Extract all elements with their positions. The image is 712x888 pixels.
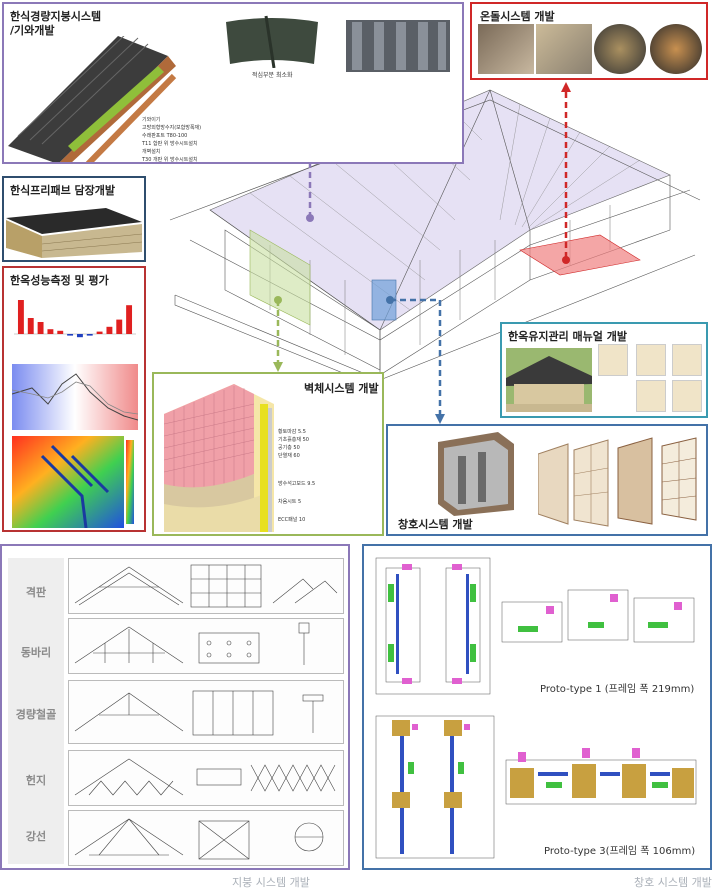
house-wireframe: [169, 89, 701, 380]
tile-sample-gray: [346, 20, 450, 72]
roof-layer-3: 수래판포트 T80-100: [142, 133, 188, 139]
hanok-photo: [506, 348, 592, 412]
roof-panel-title-2: /기와개발: [10, 24, 55, 37]
row-label-1: 격판: [25, 586, 47, 599]
prefab-wall-illustration: [6, 208, 142, 258]
wall-system-panel: 벽체시스템 개발 황토마감 5.5 기초흙층재 50 공기층 50 단열재 60…: [152, 372, 384, 536]
proto-type-1-section: [501, 589, 695, 643]
proto-type-3-label: Proto-type 3(프레임 폭 106mm): [544, 846, 696, 857]
window-exploded-view: [538, 437, 697, 527]
prefab-wall-title: 한식프리패브 담장개발: [10, 184, 116, 197]
tile-caption: 적심부분 최소화: [252, 72, 293, 79]
roof-tile-section-illustration: [8, 36, 177, 162]
ondol-photo-4: [650, 24, 702, 74]
wall-layer-2: 기초흙층재 50: [278, 437, 309, 443]
row-label-4: 헌지: [25, 774, 47, 787]
roof-row-labels: 격판 동바리 경량철골 헌지 강선: [8, 558, 64, 864]
perf-bar-2: [27, 318, 34, 334]
roof-drawing-row-1: [68, 558, 344, 614]
roof-system-panel: 한식경량지붕시스템 /기와개발 기와이기 고방외형방수지(보합방폭재) 수래판포…: [2, 2, 464, 164]
perf-bar-9: [96, 331, 103, 334]
perf-bar-1: [17, 300, 24, 334]
perf-bar-3: [37, 322, 44, 334]
ondol-system-panel: 온돌시스템 개발: [470, 2, 708, 80]
ondol-photo-1: [478, 24, 534, 74]
perf-bar-6: [67, 334, 74, 336]
roof-panel-title-1: 한식경량지붕시스템: [10, 10, 102, 23]
perf-bar-11: [116, 319, 123, 334]
roof-drawing-row-3: [68, 680, 344, 744]
roof-layer-6: T30 개판 위 방수시트설치: [142, 157, 198, 163]
performance-thermal-map: [12, 436, 134, 528]
wall-layer-6: 차음시트 5: [278, 499, 302, 505]
maintenance-manual-panel: 한옥유지관리 매뉴얼 개발: [500, 322, 708, 418]
perf-bar-12: [126, 305, 133, 334]
roof-system-caption: 지붕 시스템 개발: [232, 876, 310, 888]
roof-layer-4: T11 합판 위 방수시트설치: [142, 141, 198, 147]
wall-layer-1: 황토마감 5.5: [278, 429, 306, 435]
ondol-photo-2: [536, 24, 592, 74]
roof-drawing-row-2: [68, 618, 344, 674]
roof-layer-2: 고방외형방수지(보합방폭재): [142, 125, 202, 131]
roof-drawing-row-5: [68, 810, 344, 866]
maintenance-cartoon-3: [672, 344, 702, 376]
wall-layer-5: 방수석고보드 9.5: [278, 481, 316, 487]
row-label-2: 동바리: [20, 646, 52, 659]
perf-bar-4: [47, 329, 54, 334]
proto-type-1-label: Proto-type 1 (프레임 폭 219mm): [540, 684, 695, 695]
performance-line-chart: [12, 364, 138, 430]
performance-panel: 한옥성능측정 및 평가: [2, 266, 146, 532]
maintenance-cartoon-4: [636, 380, 666, 412]
wall-layer-illustration: [164, 384, 274, 532]
row-label-5: 강선: [25, 830, 47, 843]
performance-bar-chart: [14, 300, 136, 338]
window-system-caption: 창호 시스템 개발: [634, 876, 712, 888]
wall-system-title: 벽체시스템 개발: [304, 382, 379, 395]
window-system-title: 창호시스템 개발: [398, 518, 473, 531]
maintenance-cartoon-2: [636, 344, 666, 376]
roof-drawing-row-4: [68, 750, 344, 806]
roof-system-drawings-panel: 격판 동바리 경량철골 헌지 강선: [0, 544, 350, 870]
maintenance-cartoon-5: [672, 380, 702, 412]
maintenance-panel-title: 한옥유지관리 매뉴얼 개발: [508, 330, 627, 343]
wall-layer-4: 단열재 60: [278, 453, 300, 459]
proto-type-1-plan: [375, 557, 491, 695]
wall-layer-7: ECC패널 10: [278, 517, 306, 523]
tile-sample-dark: [226, 15, 318, 68]
window-frame-section: [438, 432, 514, 516]
proto-type-3-section: [505, 748, 697, 805]
proto-type-3-plan: [375, 715, 495, 859]
roof-layer-5: 개벽설치: [142, 149, 161, 155]
wall-layer-3: 공기층 50: [278, 445, 300, 451]
perf-bar-8: [86, 334, 93, 336]
ondol-panel-title: 온돌시스템 개발: [480, 10, 555, 23]
window-system-panel: 창호시스템 개발: [386, 424, 708, 536]
roof-layer-1: 기와이기: [142, 117, 161, 123]
perf-bar-7: [76, 334, 83, 338]
perf-bar-5: [57, 330, 64, 334]
perf-bar-10: [106, 326, 113, 334]
performance-panel-title: 한옥성능측정 및 평가: [10, 274, 109, 287]
prefab-wall-panel: 한식프리패브 담장개발: [2, 176, 146, 262]
maintenance-cartoon-1: [598, 344, 628, 376]
window-system-drawings-panel: Proto-type 1 (프레임 폭 219mm) Proto-type 3(…: [362, 544, 712, 870]
row-label-3: 경량철골: [15, 708, 57, 721]
ondol-photo-3: [594, 24, 646, 74]
